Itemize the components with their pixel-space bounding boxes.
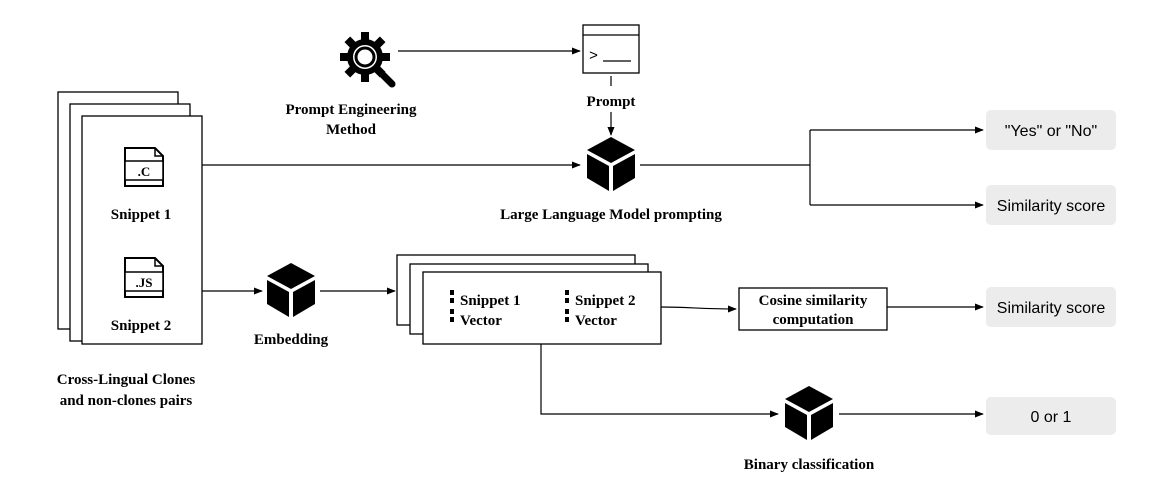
output-binary: 0 or 1 (986, 397, 1116, 435)
llm-label: Large Language Model prompting (500, 207, 722, 223)
output-cosine-similarity: Similarity score (986, 287, 1116, 327)
snippet1-vector: Snippet 1 Vector (450, 290, 520, 329)
output-binary-text: 0 or 1 (1031, 409, 1072, 426)
embedding-label: Embedding (254, 332, 329, 348)
arrow-vectors-to-cosine (660, 305, 737, 313)
snippet1-vector-line2: Vector (460, 313, 502, 329)
c-file-icon: .C (124, 147, 164, 187)
output-llm-similarity: Similarity score (986, 185, 1116, 225)
prompt-engineering-label-line1: Prompt Engineering (286, 102, 417, 118)
snippet2-ext: .JS (136, 275, 153, 290)
snippet1-ext: .C (138, 164, 151, 179)
snippet2-vector: Snippet 2 Vector (565, 290, 635, 329)
output-yes-no: "Yes" or "No" (986, 110, 1116, 150)
input-caption-line2: and non-clones pairs (60, 393, 193, 409)
output-yes-no-text: "Yes" or "No" (1005, 123, 1097, 140)
prompt-glyph: > (589, 48, 598, 65)
prompt-label: Prompt (587, 94, 636, 110)
snippet1-vector-line1: Snippet 1 (460, 293, 520, 309)
arrow-vectors-to-binary (540, 344, 779, 418)
snippet1-label: Snippet 1 (111, 207, 171, 223)
snippet2-vector-line1: Snippet 2 (575, 293, 635, 309)
embedding-cube-icon (267, 263, 315, 317)
output-llm-similarity-text: Similarity score (997, 198, 1106, 215)
vector-document-stack (396, 254, 662, 345)
prompt-engineering-label-line2: Method (326, 122, 377, 138)
cosine-line1: Cosine similarity (759, 293, 868, 309)
snippet2-vector-line2: Vector (575, 313, 617, 329)
snippet2-label: Snippet 2 (111, 318, 171, 334)
binary-cube-icon (785, 386, 833, 440)
binary-label: Binary classification (744, 457, 875, 473)
llm-output-split (640, 126, 984, 209)
js-file-icon: .JS (124, 257, 164, 298)
cosine-line2: computation (773, 312, 854, 328)
input-caption-line1: Cross-Lingual Clones (57, 372, 196, 388)
cosine-similarity-box: Cosine similarity computation (738, 287, 888, 331)
gear-magnifier-icon (340, 32, 396, 88)
llm-cube-icon (587, 137, 635, 191)
output-cosine-similarity-text: Similarity score (997, 300, 1106, 317)
terminal-window-icon: > (582, 24, 640, 74)
